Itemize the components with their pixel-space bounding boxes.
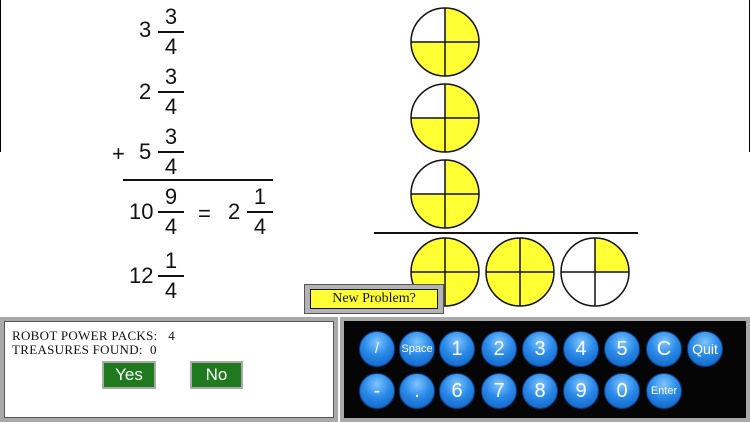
addend-1-fraction: 3 4 [158, 5, 184, 59]
pie-filled-quarter [486, 272, 520, 306]
answer-whole: 12 [129, 263, 154, 288]
key-clear[interactable]: C [646, 331, 682, 367]
pie-filled-quarter [445, 84, 479, 118]
result-pie-3 [560, 237, 630, 307]
key-1[interactable]: 1 [439, 331, 475, 367]
equals-sign: = [198, 201, 211, 226]
left-border [0, 0, 1, 152]
key-5[interactable]: 5 [604, 331, 640, 367]
result-pie-2 [485, 237, 555, 307]
new-problem-button[interactable]: New Problem? [310, 289, 438, 309]
new-problem-panel: New Problem? [304, 284, 444, 314]
no-button[interactable]: No [190, 361, 243, 389]
fraction-bar [158, 151, 184, 153]
fraction-bar [158, 31, 184, 33]
addend-2-pie [410, 83, 480, 153]
key-enter[interactable]: Enter [646, 373, 682, 409]
pie-filled-quarter [411, 194, 445, 228]
power-packs-label: ROBOT POWER PACKS: [12, 328, 158, 343]
addend-3-pie [410, 159, 480, 229]
answer-denominator: 4 [164, 278, 178, 303]
key-6[interactable]: 6 [439, 373, 475, 409]
keypad-panel-inner: / Space 1 2 3 4 5 C Quit - . 6 7 8 9 0 E… [344, 321, 746, 418]
pie-filled-quarter [520, 238, 554, 272]
keypad-panel: / Space 1 2 3 4 5 C Quit - . 6 7 8 9 0 E… [340, 317, 750, 422]
pie-filled-quarter [595, 238, 629, 272]
fraction-bar [158, 91, 184, 93]
key-7[interactable]: 7 [481, 373, 517, 409]
fraction-bar [158, 275, 184, 277]
addend-1-numerator: 3 [164, 4, 178, 29]
addend-1-pie [410, 7, 480, 77]
addend-1-denominator: 4 [164, 34, 178, 59]
answer-numerator: 1 [164, 248, 178, 273]
yes-button[interactable]: Yes [102, 361, 156, 389]
key-dot[interactable]: . [399, 373, 435, 409]
addend-3-whole: 5 [139, 139, 152, 164]
sum-fraction: 9 4 [158, 185, 184, 239]
pie-filled-quarter [445, 8, 479, 42]
addend-2-denominator: 4 [164, 94, 178, 119]
addend-3-fraction: 3 4 [158, 125, 184, 179]
power-packs-value: 4 [168, 328, 176, 343]
pie-sum-line [374, 232, 638, 234]
simplified-fraction: 1 4 [247, 185, 273, 239]
pie-filled-quarter [520, 272, 554, 306]
simplified-whole: 2 [228, 199, 241, 224]
key-slash[interactable]: / [359, 331, 395, 367]
treasures-row: TREASURES FOUND: 0 [12, 342, 157, 358]
status-panel: ROBOT POWER PACKS: 4 TREASURES FOUND: 0 … [0, 317, 338, 422]
sum-line [123, 179, 273, 181]
addend-3-numerator: 3 [164, 124, 178, 149]
addend-2-whole: 2 [139, 79, 152, 104]
sum-denominator: 4 [164, 214, 178, 239]
treasures-label: TREASURES FOUND: [12, 342, 143, 357]
pie-filled-quarter [411, 42, 445, 76]
simplified-denominator: 4 [253, 214, 267, 239]
pie-filled-quarter [411, 238, 445, 272]
key-quit[interactable]: Quit [687, 331, 723, 367]
fraction-bar [247, 211, 273, 213]
sum-whole: 10 [129, 199, 154, 224]
pie-filled-quarter [445, 194, 479, 228]
addend-2-numerator: 3 [164, 64, 178, 89]
pie-filled-quarter [445, 272, 479, 306]
pie-filled-quarter [445, 118, 479, 152]
fraction-bar [158, 211, 184, 213]
pie-filled-quarter [411, 118, 445, 152]
key-4[interactable]: 4 [563, 331, 599, 367]
key-8[interactable]: 8 [522, 373, 558, 409]
key-3[interactable]: 3 [522, 331, 558, 367]
key-9[interactable]: 9 [563, 373, 599, 409]
answer-fraction: 1 4 [158, 249, 184, 303]
simplified-numerator: 1 [253, 184, 267, 209]
sum-numerator: 9 [164, 184, 178, 209]
status-panel-inner: ROBOT POWER PACKS: 4 TREASURES FOUND: 0 … [4, 321, 334, 418]
key-space[interactable]: Space [399, 331, 435, 367]
pie-filled-quarter [445, 238, 479, 272]
addend-2-fraction: 3 4 [158, 65, 184, 119]
treasures-value: 0 [149, 342, 157, 357]
addend-1-whole: 3 [139, 17, 152, 42]
key-0[interactable]: 0 [604, 373, 640, 409]
key-2[interactable]: 2 [481, 331, 517, 367]
power-packs-row: ROBOT POWER PACKS: 4 [12, 328, 175, 344]
pie-filled-quarter [486, 238, 520, 272]
pie-filled-quarter [445, 42, 479, 76]
pie-filled-quarter [445, 160, 479, 194]
plus-sign: + [112, 141, 125, 166]
addend-3-denominator: 4 [164, 154, 178, 179]
key-minus[interactable]: - [359, 373, 395, 409]
